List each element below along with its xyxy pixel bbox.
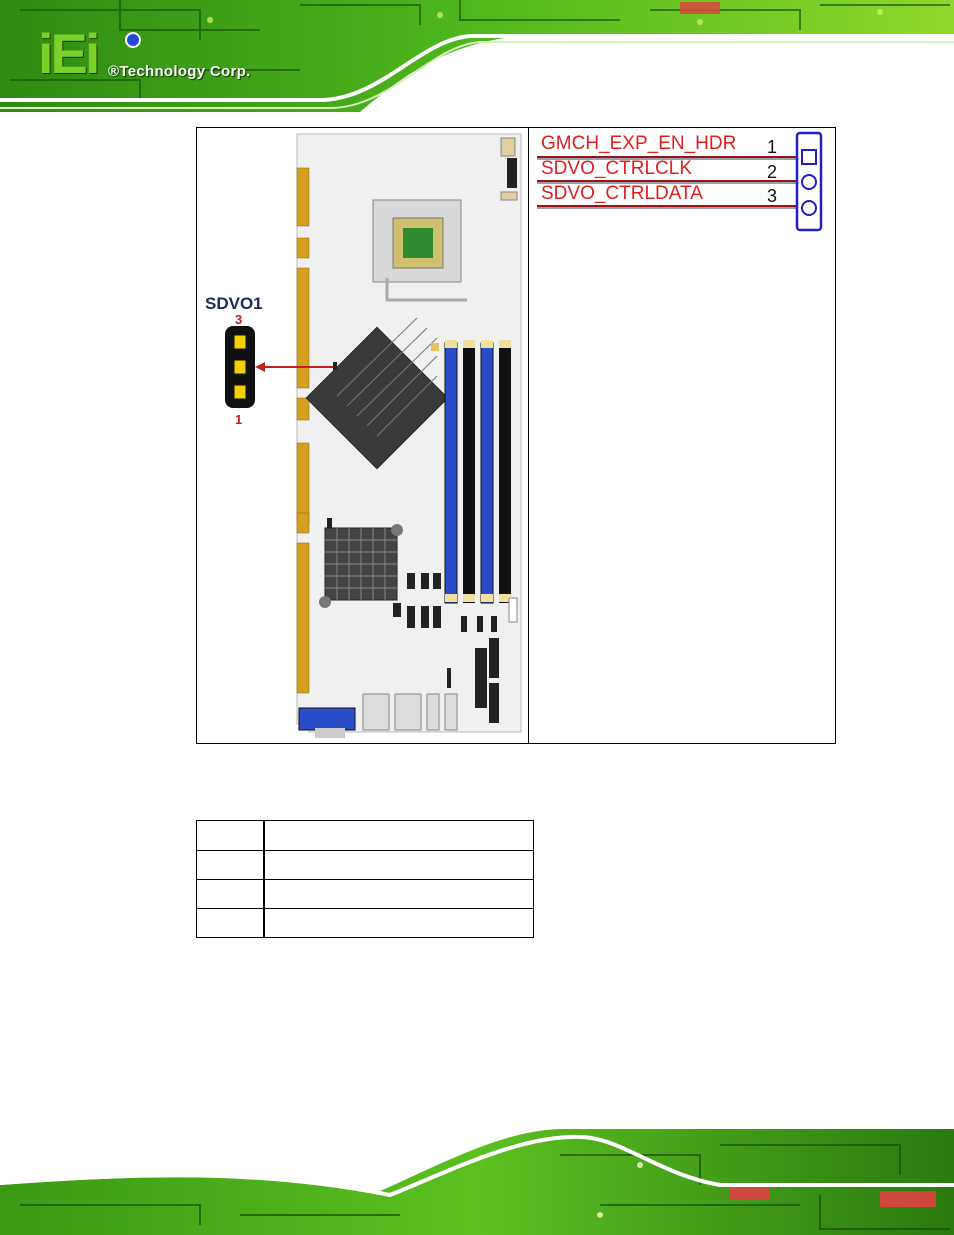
pinout-table: [196, 820, 534, 938]
connector-location-figure: SDVO1 3 1 GMCH_EXP_EN_HDR 1 SDVO_CTRLCLK…: [196, 127, 836, 744]
table-cell: [196, 879, 265, 909]
table-cell: [196, 908, 265, 938]
signal-pin-3: 3: [767, 186, 778, 206]
table-row: [196, 850, 534, 880]
board-diagram: [225, 133, 522, 738]
table-cell: [263, 850, 534, 880]
logo-mark: iEi: [38, 22, 100, 85]
table-row: [196, 879, 534, 909]
connector-body: [795, 131, 823, 232]
schematic-lines: [537, 131, 823, 232]
footer-banner: [0, 1125, 954, 1235]
pcb-header-graphic: [0, 0, 954, 112]
table-cell: [263, 879, 534, 909]
signal-pin-1: 1: [767, 137, 778, 157]
sdvo1-board-location: [333, 362, 337, 370]
company-logo: iEi ®Technology Corp.: [38, 22, 250, 85]
pin-top-label: 3: [235, 312, 243, 327]
pinout-schematic: GMCH_EXP_EN_HDR 1 SDVO_CTRLCLK 2 SDVO_CT…: [535, 128, 835, 238]
pin-bottom-label: 1: [235, 412, 243, 427]
pin2-circle: [801, 174, 817, 190]
pcb-footer-graphic: [0, 1125, 954, 1235]
signal-pin-2: 2: [767, 162, 778, 182]
header-banner: iEi ®Technology Corp.: [0, 0, 954, 112]
signal-label-2: SDVO_CTRLCLK: [541, 158, 692, 179]
table-cell: [196, 820, 265, 851]
table-cell: [263, 908, 534, 938]
pin3-circle: [801, 200, 817, 216]
table-cell: [196, 850, 265, 880]
table-row: [196, 908, 534, 938]
signal-label-1: GMCH_EXP_EN_HDR: [541, 133, 737, 154]
pin1-square: [801, 149, 817, 165]
table-cell: [263, 820, 534, 851]
logo-dot-icon: [125, 32, 141, 48]
table-row: [196, 820, 534, 851]
figure-divider: [528, 128, 529, 743]
connector-label: SDVO1: [205, 294, 263, 313]
logo-text: ®Technology Corp.: [108, 63, 251, 80]
signal-label-3: SDVO_CTRLDATA: [541, 183, 703, 204]
